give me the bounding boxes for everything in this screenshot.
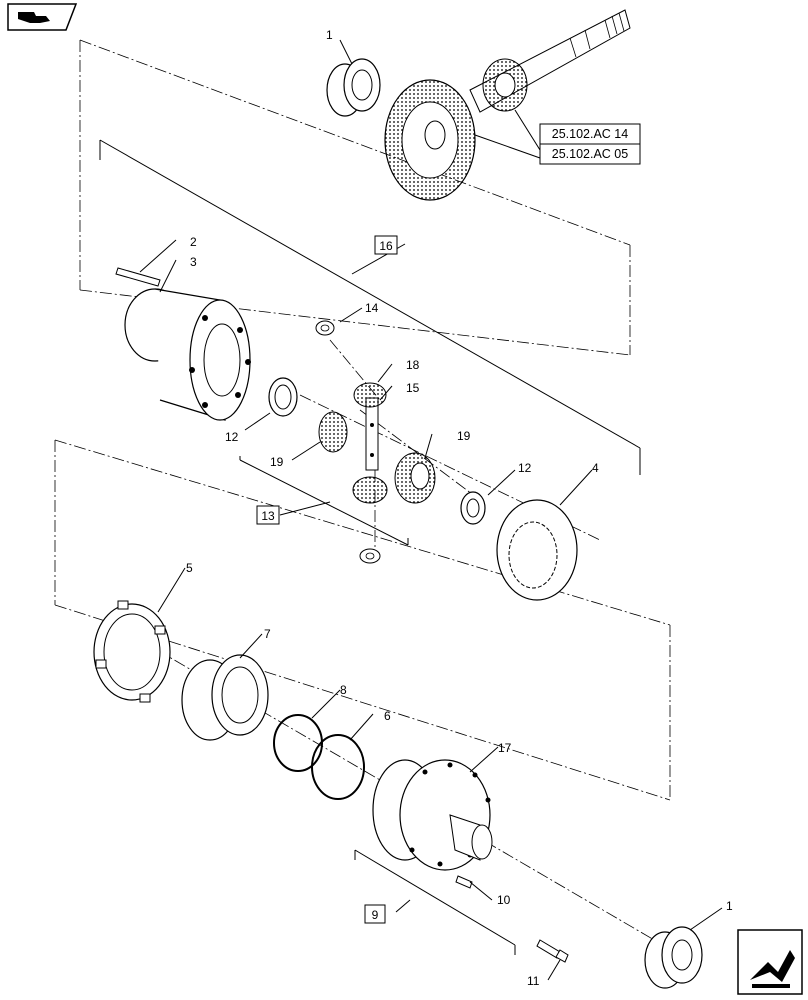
differential-case (124, 288, 251, 421)
callout-11: 11 (527, 974, 540, 988)
boxed-callout-13[interactable]: 13 (256, 505, 280, 525)
pinion-gear-top (353, 382, 387, 408)
thrust-washer-right (460, 491, 486, 525)
callout-14: 14 (365, 301, 379, 315)
bearing-top (326, 58, 381, 117)
callout-10: 10 (497, 893, 511, 907)
callout-8: 8 (340, 683, 347, 697)
callout-17: 17 (498, 741, 512, 755)
callout-1-top: 1 (326, 28, 333, 42)
pinion-shaft (469, 9, 631, 113)
washer-14 (315, 320, 335, 336)
reference-label-2: 25.102.AC 05 (552, 147, 628, 161)
reference-leaders (474, 109, 541, 159)
boxed-callout-9[interactable]: 9 (364, 904, 386, 924)
bearing-bottom (644, 926, 703, 989)
side-gear-right (394, 452, 436, 504)
svg-text:9: 9 (372, 908, 379, 922)
svg-text:16: 16 (379, 239, 393, 253)
o-ring-small (273, 714, 323, 772)
callout-7: 7 (264, 627, 271, 641)
callout-4: 4 (592, 461, 599, 475)
callout-18: 18 (406, 358, 420, 372)
callout-leaders (139, 39, 723, 981)
friction-disc (496, 499, 578, 601)
callout-1-bottom: 1 (726, 899, 733, 913)
previous-page-icon[interactable] (7, 3, 78, 31)
reference-box-1[interactable]: 25.102.AC 14 (539, 123, 641, 145)
callout-2: 2 (190, 235, 197, 249)
differential-housing (372, 759, 493, 871)
ring-gear (384, 79, 476, 201)
reference-label-1: 25.102.AC 14 (552, 127, 628, 141)
reference-box-2[interactable]: 25.102.AC 05 (539, 143, 641, 165)
callout-19-right: 19 (457, 429, 471, 443)
pin-part (115, 267, 161, 287)
pinion-gear-bottom (352, 476, 388, 504)
o-ring-large (311, 734, 365, 800)
thrust-washer-left (268, 377, 298, 417)
clutch-plate (93, 600, 171, 703)
callout-labels: 1 2 3 14 18 15 19 12 19 12 4 5 7 8 6 17 … (186, 28, 733, 988)
dowel-pin (455, 875, 473, 889)
callout-3: 3 (190, 255, 197, 269)
callout-12-left: 12 (225, 430, 239, 444)
callout-19-left: 19 (270, 455, 284, 469)
callout-6: 6 (384, 709, 391, 723)
piston (181, 654, 269, 741)
spider-shaft (365, 397, 379, 471)
washer-bottom (359, 548, 381, 564)
bolt (536, 939, 569, 963)
callout-5: 5 (186, 561, 193, 575)
group-brackets (99, 139, 641, 955)
svg-text:13: 13 (261, 509, 275, 523)
boxed-callout-16[interactable]: 16 (374, 235, 398, 255)
callout-15: 15 (406, 381, 420, 395)
callout-12-right: 12 (518, 461, 532, 475)
next-page-icon[interactable] (737, 929, 803, 995)
side-gear-left (318, 411, 348, 453)
